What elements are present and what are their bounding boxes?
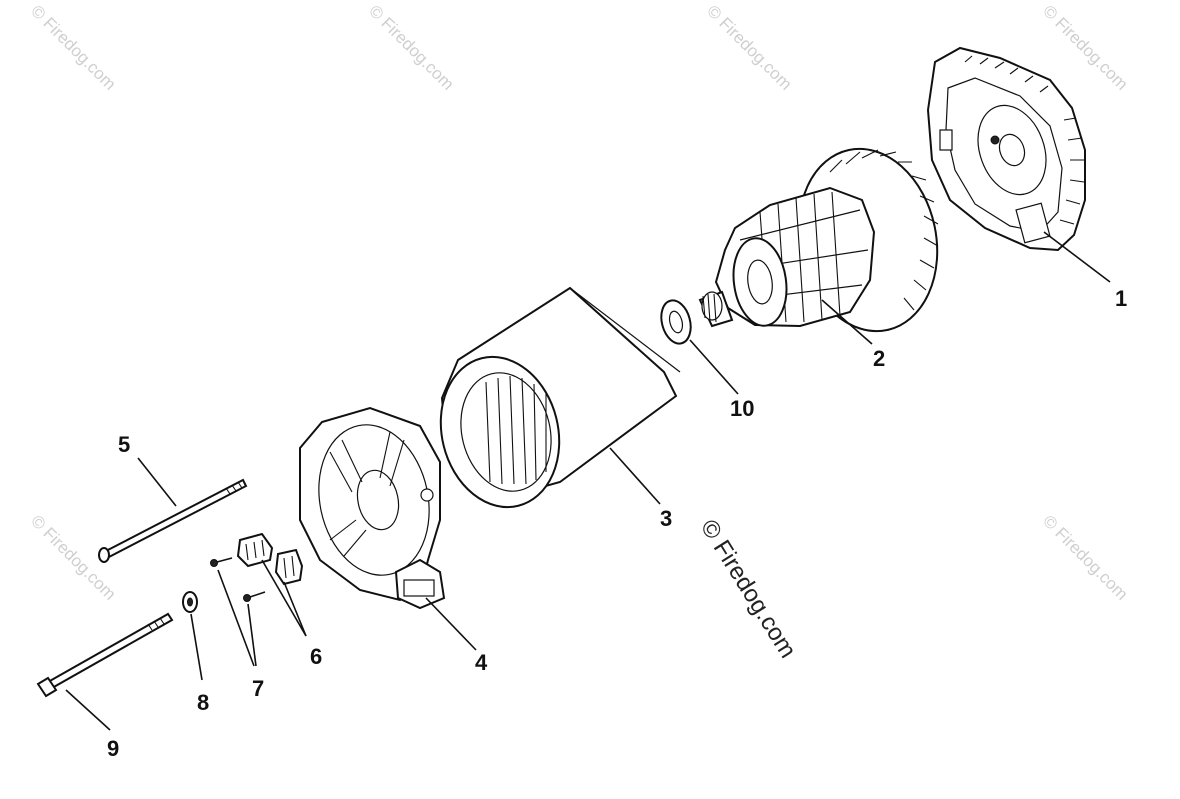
- watermark-mid-right: © Firedog.com: [1039, 511, 1131, 603]
- part-8-washer: [182, 591, 198, 613]
- callout-2: 2: [873, 346, 885, 371]
- part-4-front-end-bell: [299, 406, 446, 610]
- watermark-top-center-left: © Firedog.com: [365, 1, 457, 93]
- callout-10: 10: [730, 396, 754, 421]
- leader-3: [609, 447, 661, 505]
- callout-5: 5: [118, 432, 130, 457]
- watermark-top-center-right: © Firedog.com: [703, 1, 795, 93]
- part-3-stator: [439, 286, 681, 509]
- part-10-washer: [660, 299, 692, 345]
- callout-labels: 1 2 3 4 5 6 7 8 9 10: [107, 286, 1127, 761]
- leader-7a: [217, 569, 255, 667]
- leader-5: [137, 457, 177, 507]
- callout-7: 7: [252, 676, 264, 701]
- callout-6: 6: [310, 644, 322, 669]
- watermark-top-left: © Firedog.com: [27, 1, 119, 93]
- part-9-bolt: [36, 612, 174, 698]
- leader-lines: [65, 231, 1111, 731]
- leader-6b: [283, 581, 307, 637]
- leader-4: [425, 597, 477, 651]
- leader-10: [689, 339, 739, 395]
- watermark-main: © Firedog.com: [695, 515, 801, 663]
- leader-6a: [261, 559, 307, 637]
- part-2-rotor: [698, 147, 939, 333]
- part-5-tie-rod: [98, 478, 248, 563]
- callout-4: 4: [475, 650, 488, 675]
- leader-8: [190, 613, 203, 681]
- callout-8: 8: [197, 690, 209, 715]
- part-1-rear-housing: [926, 46, 1086, 252]
- leader-7b: [247, 603, 257, 667]
- watermark-top-right: © Firedog.com: [1039, 1, 1131, 93]
- leader-2: [821, 299, 873, 345]
- part-6-brush-holders: [236, 532, 304, 586]
- callout-9: 9: [107, 736, 119, 761]
- leader-1: [1043, 231, 1111, 283]
- callout-1: 1: [1115, 286, 1127, 311]
- part-7-screws: [210, 557, 266, 602]
- leader-9: [65, 689, 111, 731]
- callout-3: 3: [660, 506, 672, 531]
